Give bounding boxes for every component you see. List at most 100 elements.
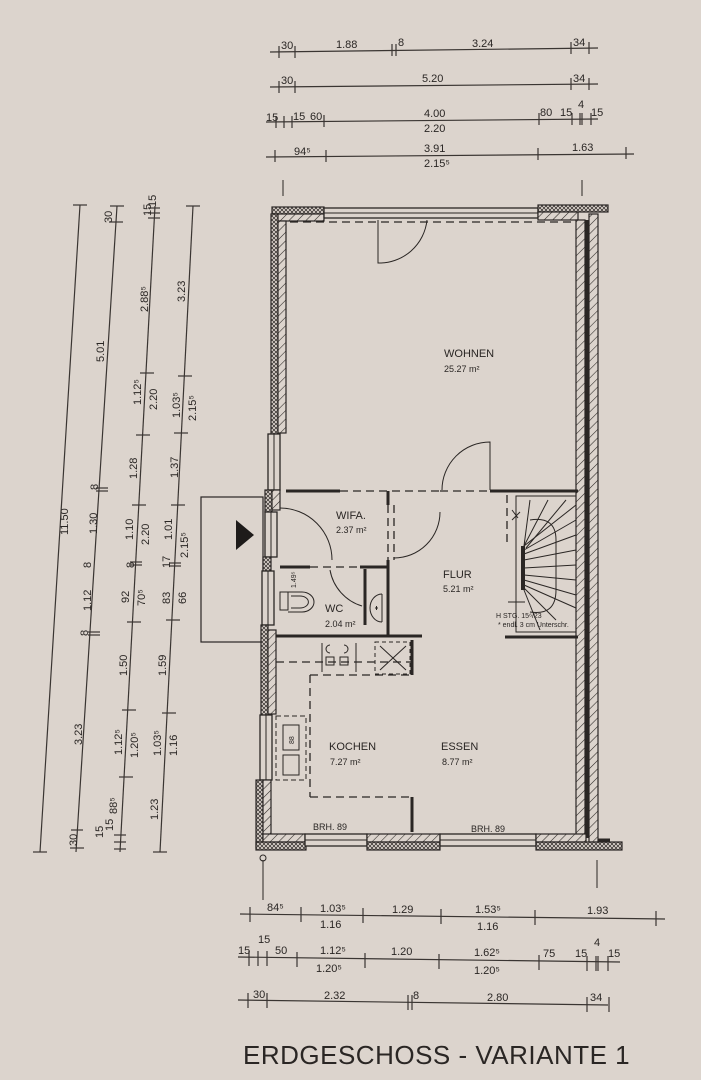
- dim-bot-r3-3: 2.80: [487, 992, 508, 1004]
- plan-title: ERDGESCHOSS - VARIANTE 1: [243, 1040, 630, 1070]
- dim-top-r3-8: 15: [591, 107, 603, 119]
- dim-left-c3-5: 1.28: [128, 458, 140, 479]
- interior-walls: [276, 489, 578, 832]
- bottom-dimensions: 84⁵ 1.03⁵ 1.16 1.29 1.53⁵ 1.16 1.93 15 1…: [237, 860, 666, 1012]
- dim-left-c2-8: 30: [68, 834, 80, 846]
- dim-top-r1-2: 8: [398, 37, 404, 49]
- dim-bot-r2-5: 1.20: [391, 946, 412, 958]
- dim-left-c2-7: 3.23: [73, 724, 85, 745]
- room-name-wc: WC: [325, 603, 343, 615]
- cabinet-icon: [374, 641, 411, 675]
- fridge-icon: 88: [275, 715, 307, 781]
- dim-left-c3-7: 2.20: [140, 524, 152, 545]
- dim-bot-r2-6: 1.62⁵: [474, 947, 500, 959]
- dim-bot-r2-10: 4: [594, 937, 600, 949]
- dim-left-c2-1: 5.01: [95, 341, 107, 362]
- dim-left-c2-3: 1.30: [88, 513, 100, 534]
- dim-top-r4-2: 2.15⁵: [424, 158, 450, 170]
- dim-bot-r1-4: 1.53⁵: [475, 904, 501, 916]
- room-area-wohnen: 25.27 m²: [444, 364, 480, 374]
- dim-bot-r1-3: 1.29: [392, 904, 413, 916]
- dim-top-r4-0: 94⁵: [294, 146, 311, 158]
- dim-left-c3-8: 8: [125, 562, 137, 568]
- dim-bot-r2-11: 15: [608, 948, 620, 960]
- dim-bot-r3-0: 30: [253, 989, 265, 1001]
- dim-left-c3-14: 88⁵: [108, 797, 120, 814]
- dim-left-c4-4: 1.01: [163, 519, 175, 540]
- dim-left-c4-7: 83: [161, 592, 173, 604]
- dim-bot-r1-6: 1.93: [587, 905, 608, 917]
- dim-left-c4-11: 1.16: [168, 735, 180, 756]
- dim-left-c3-16: 15: [104, 819, 116, 831]
- dim-top-r1-4: 34: [573, 37, 585, 49]
- dim-bot-r2-8: 75: [543, 948, 555, 960]
- dim-bot-r1-5: 1.16: [477, 921, 498, 933]
- dim-top-r3-0: 15: [266, 112, 278, 124]
- dim-left-c4-12: 1.23: [149, 799, 161, 820]
- dim-top-r3-1: 15: [293, 111, 305, 123]
- room-labels: WOHNEN 25.27 m² WIFA. 2.37 m² WC 2.04 m²…: [291, 348, 569, 834]
- dim-left-c4-9: 1.59: [157, 655, 169, 676]
- dim-top-r2-0: 30: [281, 75, 293, 87]
- room-name-wifa: WIFA.: [336, 510, 366, 522]
- dim-bot-r2-7: 1.20⁵: [474, 965, 500, 977]
- dim-left-c2-6: 8: [79, 630, 91, 636]
- dim-top-r3-6: 15: [560, 107, 572, 119]
- dim-left-c4-0: 3.23: [176, 281, 188, 302]
- room-name-flur: FLUR: [443, 569, 472, 581]
- dim-top-r3-7: 4: [578, 99, 584, 111]
- dim-bot-r2-0: 15: [238, 945, 250, 957]
- dim-bot-r1-1: 1.03⁵: [320, 903, 346, 915]
- top-dimensions: 30 1.88 8 3.24 34 30 5.20 34 15 15 60 4.…: [265, 37, 635, 196]
- brh-left-label: BRH. 89: [313, 822, 347, 832]
- dim-bot-r2-9: 15: [575, 948, 587, 960]
- stove-icon: [276, 643, 412, 798]
- dim-bot-r1-2: 1.16: [320, 919, 341, 931]
- dim-left-c3-9: 92: [120, 591, 132, 603]
- dim-left-c3-3: 1.12⁵: [132, 379, 144, 405]
- brh-right-label: BRH. 89: [471, 824, 505, 834]
- toilet-icon: [279, 591, 315, 613]
- dim-left-c4-6: 17: [161, 556, 173, 568]
- dim-left-c2-0: 30: [103, 211, 115, 223]
- room-area-wifa: 2.37 m²: [336, 525, 367, 535]
- stair-annotation-2: * endl. 3 cm Unterschr.: [498, 622, 569, 629]
- dim-bot-r3-4: 34: [590, 992, 602, 1004]
- dim-left-c3-15: 15: [94, 826, 106, 838]
- dim-top-r3-2: 60: [310, 111, 322, 123]
- dim-top-r1-3: 3.24: [472, 38, 493, 50]
- dim-left-c3-1: 15: [147, 195, 159, 207]
- staircase: [508, 495, 577, 633]
- dim-left-c3-0: 15: [142, 204, 154, 216]
- room-area-kochen: 7.27 m²: [330, 757, 361, 767]
- dim-bot-r2-3: 1.12⁵: [320, 945, 346, 957]
- dim-top-r2-1: 5.20: [422, 73, 443, 85]
- left-dimensions: 11.50 30 5.01 8 1.30 8 1.12 8 3.23 30 15…: [33, 195, 200, 853]
- dim-bot-r2-4: 1.20⁵: [316, 963, 342, 975]
- dim-left-c4-3: 1.37: [169, 457, 181, 478]
- sink-icon: [369, 593, 383, 623]
- dim-left-c4-1: 1.03⁵: [171, 392, 183, 418]
- dim-top-r4-3: 1.63: [572, 142, 593, 154]
- wc-dim-label: 1.49⁵: [291, 571, 298, 588]
- fixtures: 88: [275, 591, 412, 798]
- stair-annotation-1: H STG. 15⁶/23: [496, 613, 542, 620]
- dim-top-r4-1: 3.91: [424, 143, 445, 155]
- dim-left-c4-8: 66: [177, 592, 189, 604]
- dim-left-c3-6: 1.10: [124, 519, 136, 540]
- dim-top-r3-5: 80: [540, 107, 552, 119]
- dim-left-c3-11: 1.50: [118, 655, 130, 676]
- fridge-dim-label: 88: [289, 736, 296, 744]
- entrance-landing: [200, 496, 264, 643]
- dim-top-r3-4: 2.20: [424, 123, 445, 135]
- dim-top-r1-1: 1.88: [336, 39, 357, 51]
- dim-left-c3-13: 1.20⁵: [129, 732, 141, 758]
- dim-left-c3-12: 1.12⁵: [113, 729, 125, 755]
- dim-left-c4-5: 2.15⁵: [179, 532, 191, 558]
- dim-top-r3-3: 4.00: [424, 108, 445, 120]
- doors: [279, 219, 491, 607]
- dim-left-c2-4: 8: [82, 562, 94, 568]
- entrance-arrow-icon: [236, 520, 254, 550]
- dim-left-c1-0: 11.50: [59, 508, 71, 535]
- dim-left-c2-2: 8: [89, 484, 101, 490]
